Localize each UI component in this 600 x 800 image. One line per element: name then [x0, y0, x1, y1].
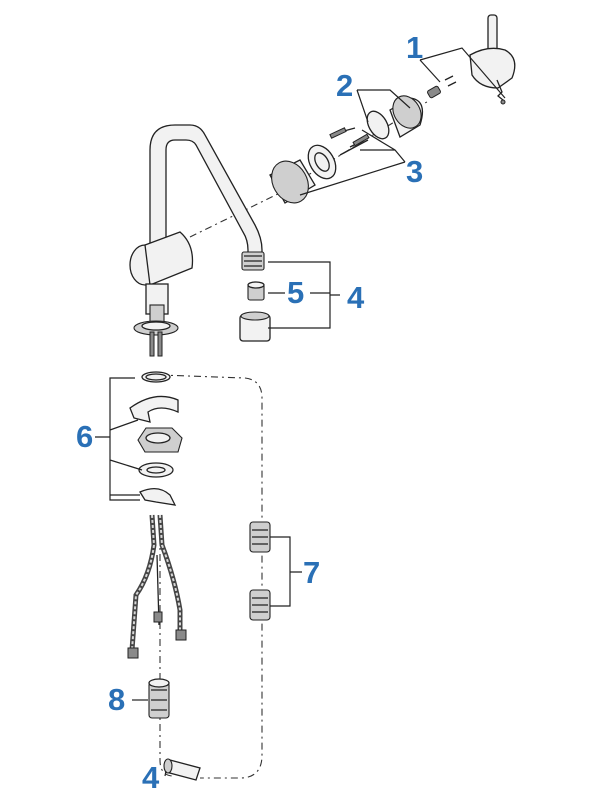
cartridge-part [269, 127, 370, 204]
mounting-set-parts [129, 371, 183, 506]
callout-6: 6 [76, 419, 94, 454]
spout-end-bottom-part [163, 758, 201, 781]
supply-hoses [127, 514, 187, 659]
callout-2: 2 [336, 68, 354, 103]
callout-4-top: 4 [347, 280, 365, 315]
handle-part [427, 14, 516, 105]
aerator-part [239, 311, 271, 342]
cap-ring-part [366, 95, 424, 140]
leader-lines [95, 47, 506, 777]
hose-weight-parts [249, 521, 271, 621]
callout-7: 7 [303, 555, 321, 590]
callout-4-bottom: 4 [142, 760, 160, 795]
callout-1: 1 [406, 30, 424, 65]
spout-end-top-part [241, 251, 265, 271]
callout-5: 5 [287, 275, 305, 310]
faucet-body [129, 124, 263, 357]
callout-3: 3 [406, 154, 424, 189]
callout-8: 8 [108, 682, 126, 717]
spray-insert-part [247, 281, 265, 301]
connector-part [148, 678, 170, 719]
